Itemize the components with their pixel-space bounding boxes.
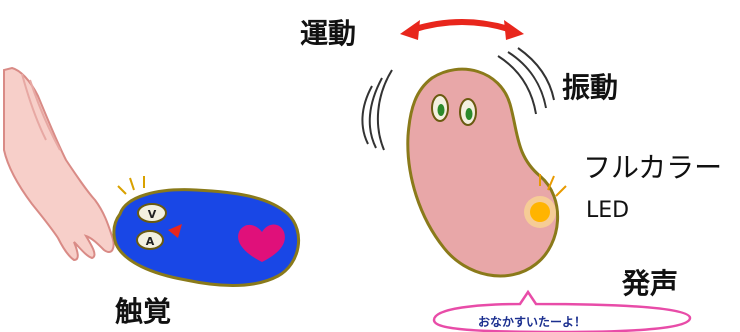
pink-robot — [408, 69, 558, 276]
touch-marks — [118, 176, 144, 194]
label-voice: 発声 — [622, 262, 678, 302]
label-led-line2: LED — [586, 198, 629, 223]
motion-arrow — [400, 20, 524, 40]
speech-bubble-text: おなかすいたーよ！ — [478, 313, 586, 330]
hand-illustration — [4, 68, 114, 260]
label-motion: 運動 — [300, 12, 356, 52]
label-led-line1: フルカラー — [583, 146, 722, 186]
blue-robot: V A — [114, 190, 299, 286]
eye-lower-glyph: A — [146, 235, 155, 248]
label-vibration: 振動 — [562, 66, 618, 106]
eye-upper-glyph: V — [148, 208, 157, 221]
label-touch: 触覚 — [115, 290, 171, 330]
